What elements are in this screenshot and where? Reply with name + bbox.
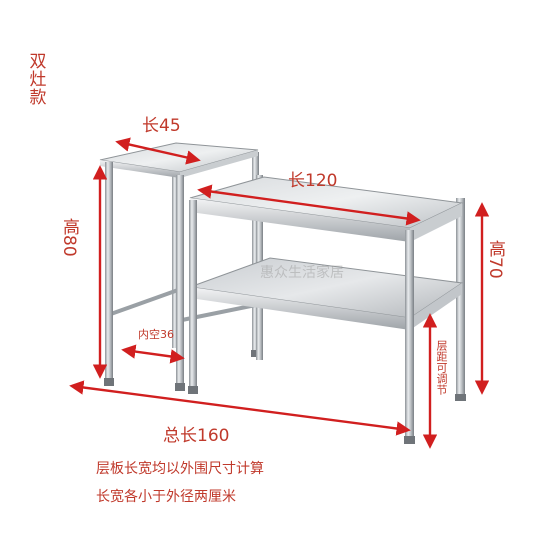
- arrow-small-length: [115, 137, 201, 165]
- small-front-leg-right: [176, 175, 184, 387]
- small-back-leg-left: [172, 158, 179, 348]
- small-foot-left: [104, 378, 114, 386]
- inner-clearance-label: 内空36: [138, 328, 174, 341]
- small-length-label: 长45: [142, 116, 181, 136]
- watermark: 惠众生活家居: [260, 265, 344, 281]
- arrow-total-length: [69, 380, 411, 436]
- large-lower-edge: [190, 287, 410, 330]
- note-line-1: 层板长宽均以外围尺寸计算: [96, 461, 264, 477]
- large-height-label: 高70: [485, 240, 505, 279]
- small-top-edge: [100, 160, 180, 178]
- note-line-2: 长宽各小于外径两厘米: [96, 489, 236, 505]
- large-foot-right: [404, 436, 415, 444]
- model-label: 双灶款: [29, 52, 47, 108]
- small-height-label: 高80: [59, 218, 79, 257]
- total-length-label: 总长160: [163, 426, 230, 446]
- small-stand: [99, 142, 260, 391]
- small-bottom-bar-side: [107, 288, 179, 317]
- large-foot-left: [188, 386, 198, 394]
- large-front-leg-left: [189, 200, 197, 390]
- small-front-leg-left: [105, 162, 113, 384]
- small-top-edge-side: [180, 150, 258, 178]
- large-top-edge-side: [410, 203, 462, 242]
- large-back-leg-right: [456, 198, 465, 398]
- arrow-inner-clearance: [121, 344, 185, 364]
- large-front-leg-right: [405, 230, 414, 440]
- large-foot-back: [455, 394, 466, 401]
- adjustable-gap-label: 层距可调节: [435, 340, 448, 395]
- small-back-leg-right: [252, 152, 259, 357]
- arrow-large-length: [197, 184, 421, 226]
- small-foot-back: [251, 350, 260, 357]
- large-length-label: 长120: [288, 171, 338, 191]
- small-foot-right: [175, 383, 185, 391]
- dimension-arrows: [69, 137, 490, 449]
